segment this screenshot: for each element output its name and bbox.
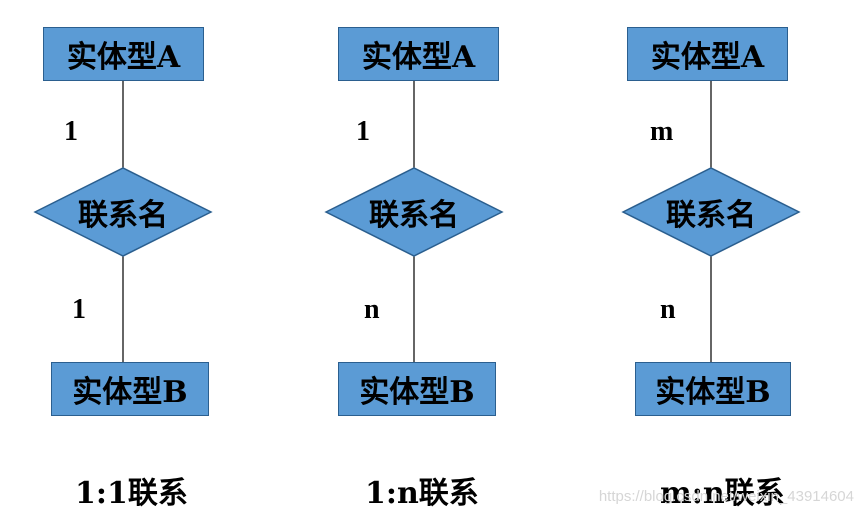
cardinality-top: 1 (64, 116, 78, 147)
entity-a-box: 实体型A (338, 27, 499, 81)
relationship-diamond (33, 167, 213, 257)
entity-b-box: 实体型B (51, 362, 209, 416)
entity-a-box: 实体型A (627, 27, 788, 81)
relationship-diamond (621, 167, 801, 257)
cardinality-top: 1 (356, 116, 370, 147)
cardinality-bottom: 1 (72, 294, 86, 325)
diagram-caption: 1:n联系 (365, 476, 479, 511)
watermark: https://blog.csdn.net/weixin_43914604 (598, 488, 854, 505)
relationship-label: 联系名 (369, 198, 459, 233)
relationship-diamond (324, 167, 504, 257)
relationship-label: 联系名 (666, 198, 756, 233)
diagram-caption: m:n联系 (660, 476, 785, 511)
cardinality-top: m (650, 116, 674, 147)
entity-b-box: 实体型B (635, 362, 791, 416)
cardinality-bottom: n (364, 294, 380, 325)
entity-b-box: 实体型B (338, 362, 496, 416)
relationship-label: 联系名 (78, 198, 168, 233)
diagram-caption: 1:1联系 (75, 476, 188, 511)
entity-a-box: 实体型A (43, 27, 204, 81)
cardinality-bottom: n (660, 294, 676, 325)
